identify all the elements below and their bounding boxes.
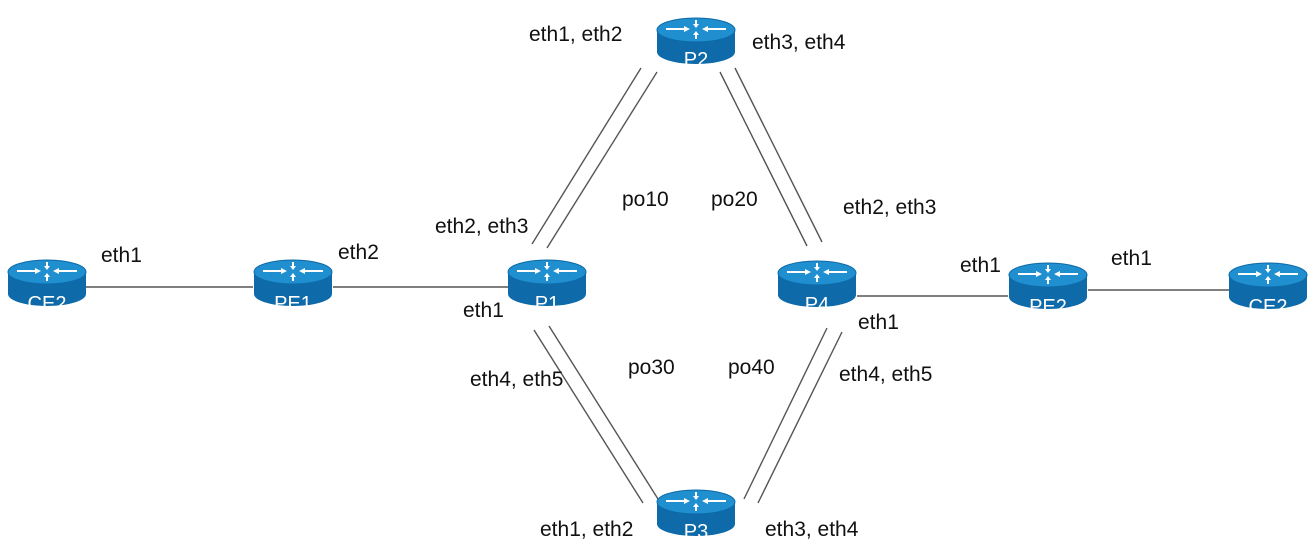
router-label: PE2 [1029,296,1067,318]
router-label: CE2 [28,293,67,315]
label-p3-eth3-eth4: eth3, eth4 [765,518,859,541]
label-pe1-eth2: eth2 [338,241,379,264]
label-p1-eth2-eth3: eth2, eth3 [435,215,528,238]
router-pe1[interactable]: PE1 [253,259,333,315]
label-p1-eth4-eth5: eth4, eth5 [470,368,563,391]
label-p4-eth2-eth3: eth2, eth3 [843,196,936,219]
label-po20: po20 [711,188,758,211]
link-po30 [533,325,659,504]
label-p4-eth4-eth5: eth4, eth5 [839,363,932,386]
interface-labels: eth1 eth2 eth1 eth2, eth3 eth4, eth5 eth… [101,23,1152,541]
router-label: CE2 [1249,296,1288,318]
label-po10: po10 [622,188,669,211]
router-p4[interactable]: P4 [777,260,857,316]
link-po10 [531,67,658,249]
label-pe2-eth1-left: eth1 [960,254,1001,277]
label-po40: po40 [728,356,775,379]
router-ce2-left[interactable]: CE2 [7,259,87,315]
router-label: P2 [684,49,708,71]
router-pe2[interactable]: PE2 [1008,262,1088,318]
router-label: PE1 [274,293,312,315]
label-p1-eth1: eth1 [463,299,504,322]
label-p2-eth1-eth2: eth1, eth2 [529,23,622,46]
router-ce2-right[interactable]: CE2 [1228,262,1308,318]
links [86,67,1230,504]
label-p3-eth1-eth2: eth1, eth2 [540,518,633,541]
router-p1[interactable]: P1 [507,259,587,315]
router-label: P1 [535,293,559,315]
router-p2[interactable]: P2 [656,17,736,71]
router-p3[interactable]: P3 [656,489,736,543]
label-p2-eth3-eth4: eth3, eth4 [752,31,846,54]
router-label: P4 [805,294,829,316]
label-pe2-eth1-right: eth1 [1111,247,1152,270]
label-po30: po30 [628,356,675,379]
link-po40 [743,327,843,504]
router-label: P3 [684,521,708,543]
link-po20 [719,67,823,247]
label-p4-eth1: eth1 [858,311,899,334]
label-ce2-eth1: eth1 [101,244,142,267]
